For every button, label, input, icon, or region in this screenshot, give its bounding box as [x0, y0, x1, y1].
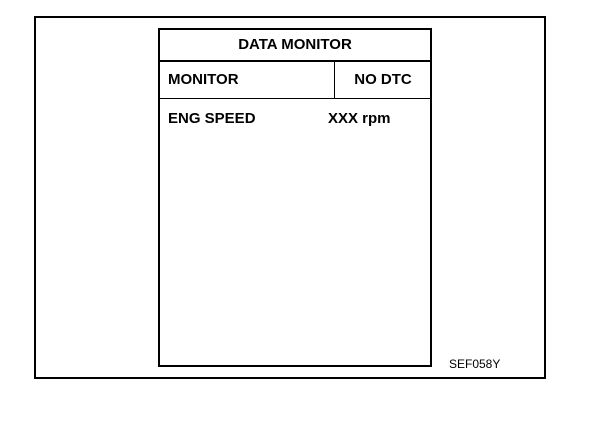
mode-row: MONITOR NO DTC	[160, 62, 430, 99]
mode-divider	[334, 62, 335, 98]
data-item-label: ENG SPEED	[168, 110, 256, 127]
screen-title: DATA MONITOR	[160, 30, 430, 62]
data-item-value: XXX rpm	[328, 110, 391, 127]
data-monitor-screen: DATA MONITOR MONITOR NO DTC ENG SPEED XX…	[158, 28, 432, 367]
figure-frame	[34, 16, 546, 379]
data-row-eng-speed: ENG SPEED XXX rpm	[160, 108, 430, 130]
figure-code: SEF058Y	[449, 357, 501, 371]
dtc-status: NO DTC	[354, 71, 412, 88]
monitor-label: MONITOR	[168, 71, 239, 88]
